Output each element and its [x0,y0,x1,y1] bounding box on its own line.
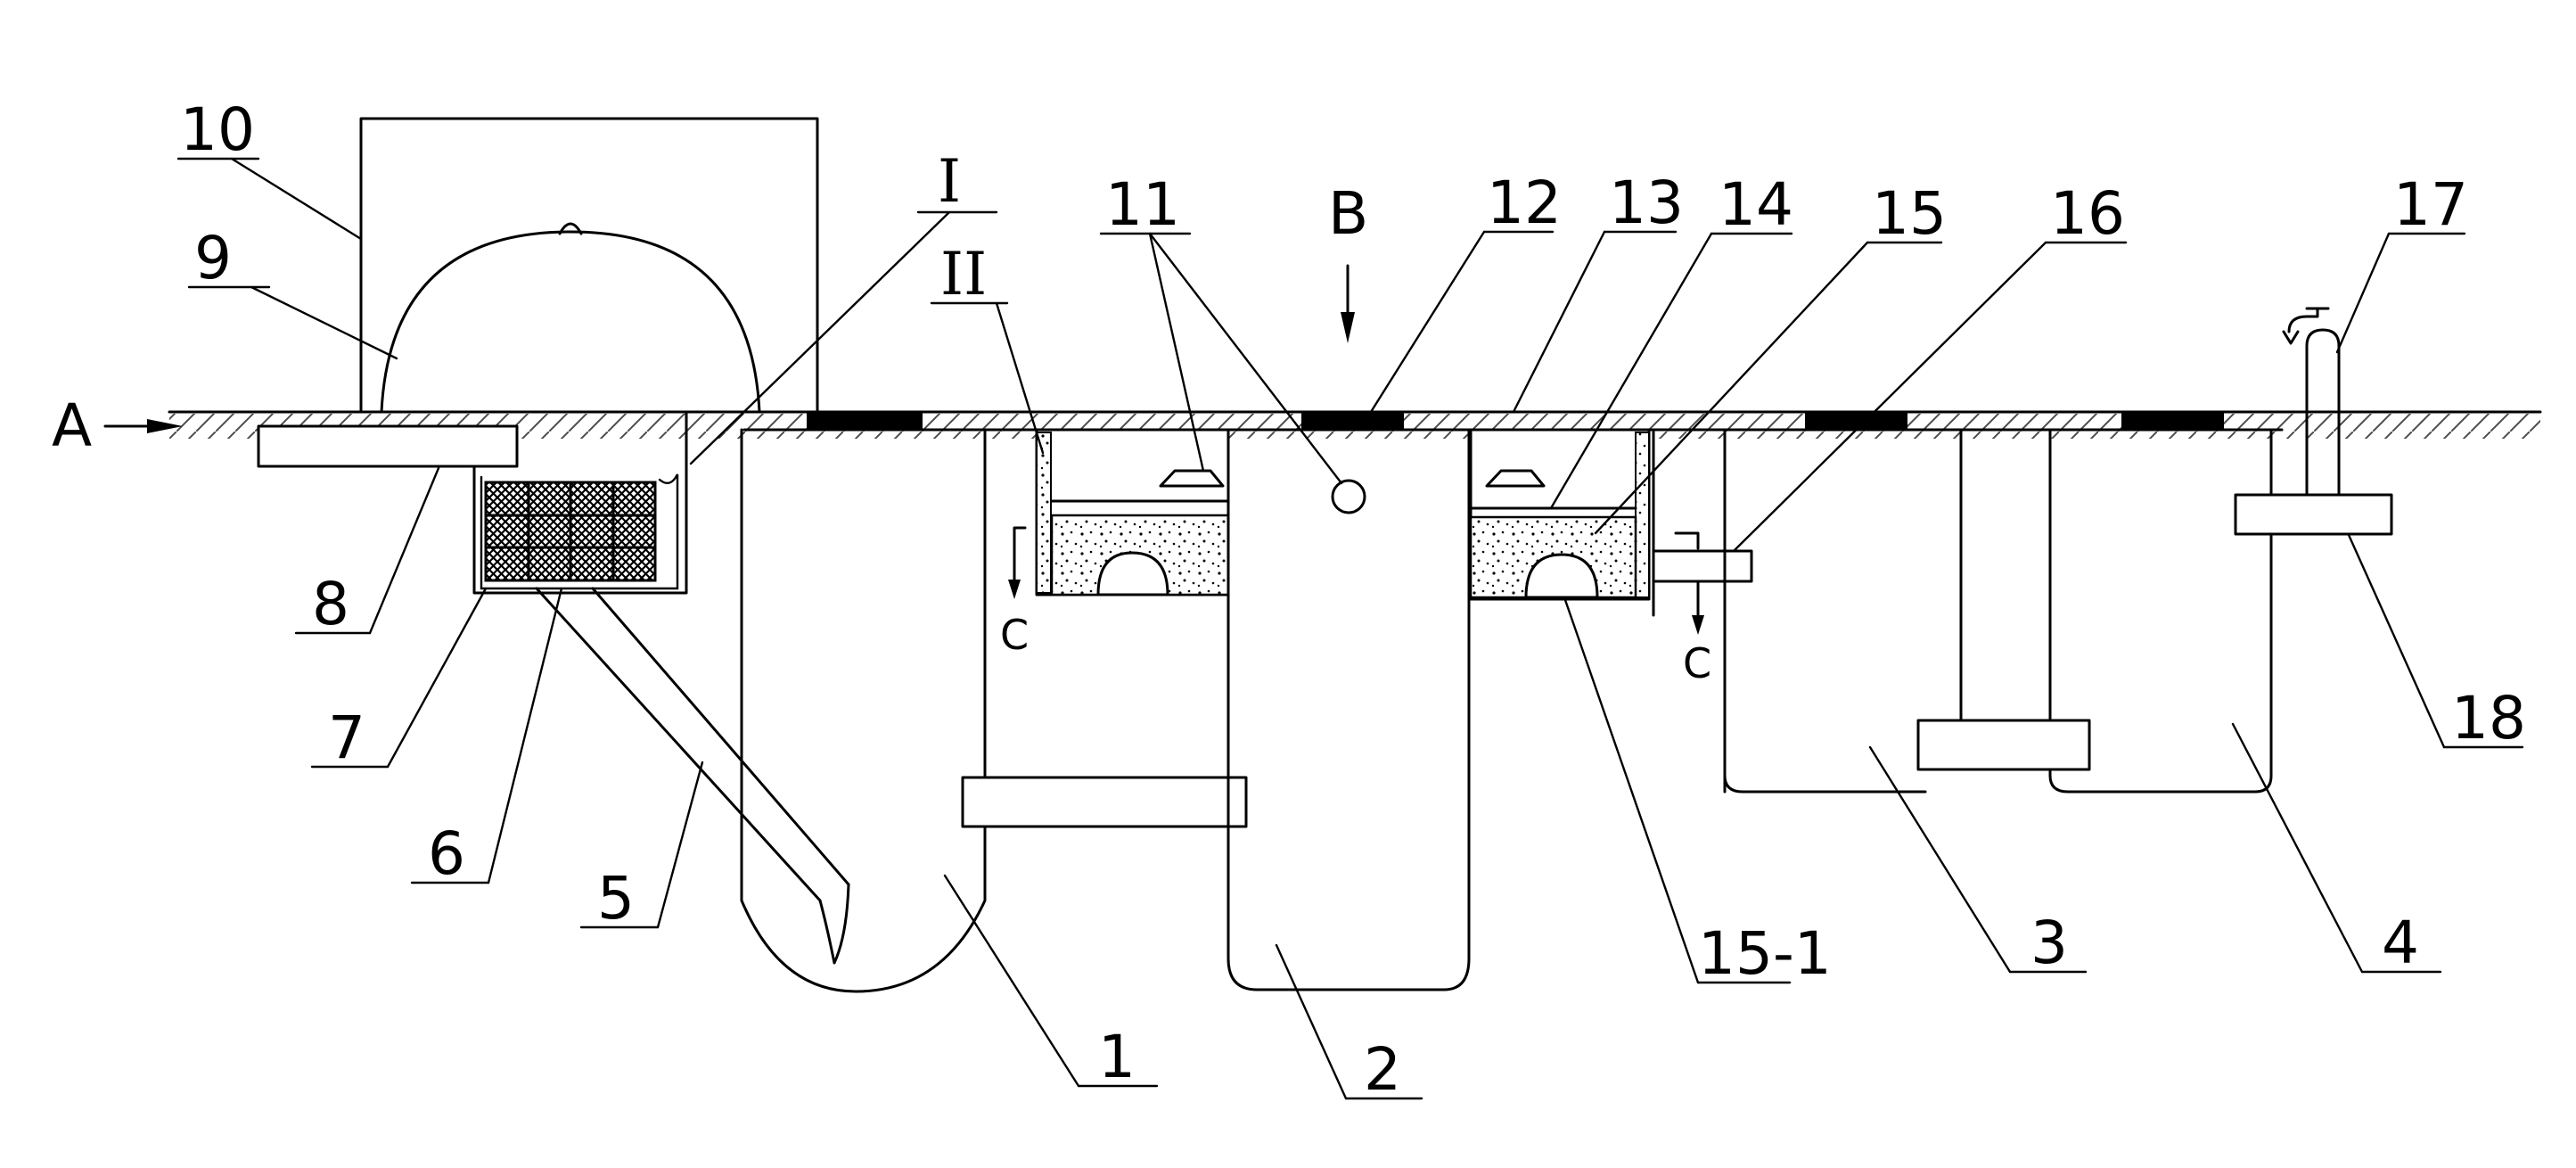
inlet-pipe [257,410,519,468]
label-8: 8 [312,570,349,638]
label-roman-1: I [938,147,961,216]
leader-lines [176,157,2524,1100]
arrow-a [103,419,183,433]
label-18: 18 [2451,684,2526,753]
filter-box-right [1469,428,1651,601]
label-arrow-b: B [1328,179,1368,248]
label-12: 12 [1487,169,1562,237]
label-11: 11 [1105,170,1180,239]
inlet-chamber [472,410,688,595]
tank-3 [1652,428,2273,794]
label-2: 2 [1364,1035,1401,1104]
section-mark-right [1692,580,1704,635]
section-mark-left [1008,526,1027,599]
tank-2 [1226,428,1471,991]
outlet-pipe [1652,531,1753,583]
labels: A B C C 10 9 I 11 II 12 13 14 15 16 17 8… [52,95,2526,1104]
label-section-c-left: C [1000,611,1029,659]
label-arrow-a: A [52,391,92,460]
tank-1 [740,428,987,993]
label-17: 17 [2393,170,2468,239]
label-13: 13 [1609,169,1684,237]
label-roman-2: II [940,240,987,308]
arrow-b [1341,264,1355,343]
label-15-1: 15-1 [1698,919,1832,988]
toilet-house [359,117,819,414]
label-6: 6 [428,819,465,888]
label-15: 15 [1872,179,1947,248]
label-7: 7 [328,703,365,772]
label-section-c-right: C [1683,639,1711,687]
label-5: 5 [597,864,635,933]
label-4: 4 [2382,909,2419,977]
label-16: 16 [2050,179,2125,248]
dome-cover [380,222,761,414]
label-14: 14 [1719,170,1793,239]
baffle-plate [961,776,1248,828]
label-10: 10 [180,95,255,164]
label-1: 1 [1098,1023,1136,1091]
inclined-pipe [535,587,850,965]
label-3: 3 [2030,909,2068,977]
tank-4-outlet [2234,307,2393,536]
label-9: 9 [194,224,232,292]
